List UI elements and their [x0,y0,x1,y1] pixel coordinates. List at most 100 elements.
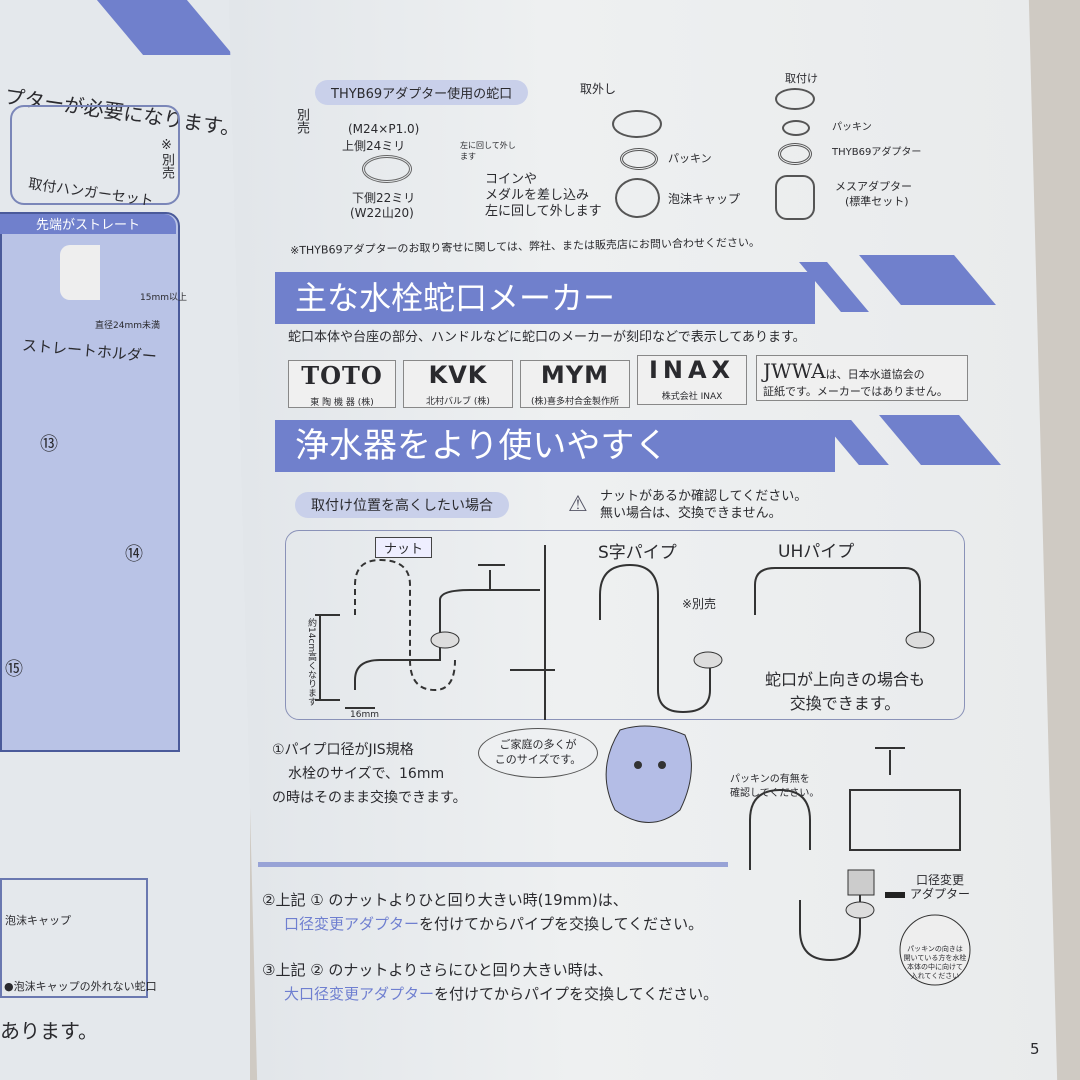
logo-inax: INAX 株式会社 INAX [637,355,747,405]
page-number: 5 [1030,1040,1040,1058]
usage-pill: 取付け位置を高くしたい場合 [295,492,509,518]
packing-label: パッキン [668,152,712,165]
adapter-callout-line: 口径変更 [916,873,965,887]
nut-icon [845,901,875,919]
num-14: ⑭ [125,544,143,565]
female-adapter-icon [775,175,815,220]
logo-name: (株)喜多村合金製作所 [530,397,620,407]
upward-line-1: 蛇口が上向きの場合も [764,670,925,689]
logo-name: 北村バルブ (株) [426,397,490,407]
packing-direction-note: パッキンの向きは開いている方を水栓本体の中に向けて入れてください [903,945,967,981]
logo-name: 株式会社 INAX [661,392,723,402]
left-footer: あります。 [0,1019,98,1043]
dim-24: 直径24mm未満 [95,321,160,331]
coin-line-2: メダルを差し込み [485,188,590,203]
warning-line-2: 無い場合は、交換できません。 [600,506,782,521]
nut-icon [430,631,460,649]
faucet-icon-2 [849,747,961,851]
packing-icon [620,148,658,170]
item3-tail: を付けてからパイプを交換してください。 [434,985,719,1003]
spec-4: (W22山20) [350,206,414,220]
female-sub-label: (標準セット) [845,195,909,208]
separately-label: ※別売 [682,597,717,611]
jwwa-note-1: は、日本水道協会の [825,368,925,381]
logo-mark: INAX [648,356,736,384]
num-15: ⑮ [5,659,23,680]
packing-check-line: パッキンの有無を [730,774,810,785]
adapter-ring-icon [362,155,412,183]
attach-end-icon [775,88,815,110]
packing2-icon [782,120,810,136]
packing-dir-line: 本体の中に向けて [907,963,963,971]
attach-label: 取付け [785,72,818,85]
packing2-label: パッキン [832,122,872,133]
item1-line: 水栓のサイズで、16mm [288,766,445,782]
uh-pipe-label: UHパイプ [778,542,855,562]
aerator-cap-label: 泡沫キャップ [5,914,71,927]
bubble-line: ご家庭の多くが [499,738,577,751]
coin-line-3: 左に回して外します [485,204,602,219]
spec-3: 下側22ミリ [352,191,416,205]
jwwa-mark: JWWA [763,359,826,383]
faucet-end-icon [612,110,662,138]
item-3: ③上記 ② のナットよりさらにひと回り大きい時は、大口径変更アダプターを付けてか… [262,958,718,1006]
upward-line-2: 交換できます。 [789,694,901,713]
straight-tab: 先端がストレート [0,214,176,234]
packing-dir-line: 開いている方を水栓 [903,954,967,962]
remove-label: 取外し [580,82,617,96]
adapter-pill: THYB69アダプター使用の蛇口 [315,80,529,105]
spec-2: 上側24ミリ [342,139,406,153]
warning-icon: ⚠ [568,492,588,517]
packing-dir-line: パッキンの向きは [907,945,963,953]
packing-dir-line: 入れてください [910,972,960,980]
mascot-icon [605,725,692,823]
upward-note: 蛇口が上向きの場合も交換できます。 [740,668,950,716]
raised-pipe-dashed [354,558,456,692]
thyb-icon [778,143,812,165]
adapter-callout-line: アダプター [910,887,971,901]
speech-bubble: ご家庭の多くがこのサイズです。 [478,728,598,778]
height-note: 約14cm高くなります [306,618,316,707]
dimension-lines [315,614,375,709]
aerator-cap-icon [615,178,660,218]
packing-check-line: 確認してください。 [730,788,820,799]
warning-text: ナットがあるか確認してください。無い場合は、交換できません。 [600,488,807,522]
adapter-icon [847,869,875,896]
female-label: メスアダプター [835,180,912,193]
dim-16: 16mm [350,710,379,720]
straight-spout-icon [60,245,100,300]
item2-tail: を付けてからパイプを交換してください。 [419,915,704,933]
pipe-diagram-box [285,530,965,720]
warning-line-1: ナットがあるか確認してください。 [600,489,808,504]
s-pipe-icon [599,563,711,714]
turn-left-note: 左に回して外します [460,141,516,161]
item2-line: ②上記 ① のナットよりひと回り大きい時(19mm)は、 [262,891,628,909]
logo-mark: KVK [428,361,488,389]
large-adapter-link[interactable]: 大口径変更アダプター [284,985,435,1003]
packing-check-note: パッキンの有無を確認してください。 [730,773,819,801]
aerator-note: ●泡沫キャップの外れない蛇口 [4,980,157,993]
item3-line: ③上記 ② のナットよりさらにひと回り大きい時は、 [262,961,613,979]
separately-sold: 別売 [294,108,309,134]
adapter-pipe-icon [749,788,861,962]
coin-note: コインや メダルを差し込み 左に回して外します [485,172,602,220]
jwwa-box: JWWAは、日本水道協会の証紙です。メーカーではありません。 [756,355,968,401]
coin-line-1: コインや [485,172,538,187]
adapter-link[interactable]: 口径変更アダプター [284,915,420,933]
left-table [0,212,180,752]
logo-name: 東 陶 機 器 (株) [310,398,374,408]
aerator-cap-label-2: 泡沫キャップ [668,192,741,206]
logo-kvk: KVK 北村バルブ (株) [403,360,513,408]
packing-detail-icon [899,914,971,986]
adapter-callout: 口径変更アダプター [910,873,970,901]
separately-sold-note: ※別売 [159,138,174,179]
s-pipe-label: S字パイプ [598,543,677,563]
uh-pipe-icon [754,567,921,640]
aerator-box [0,878,148,998]
num-13: ⑬ [40,434,58,455]
logo-mark: MYM [540,361,610,389]
nut-icon [693,651,723,669]
item-2: ②上記 ① のナットよりひと回り大きい時(19mm)は、口径変更アダプターを付け… [262,888,703,936]
